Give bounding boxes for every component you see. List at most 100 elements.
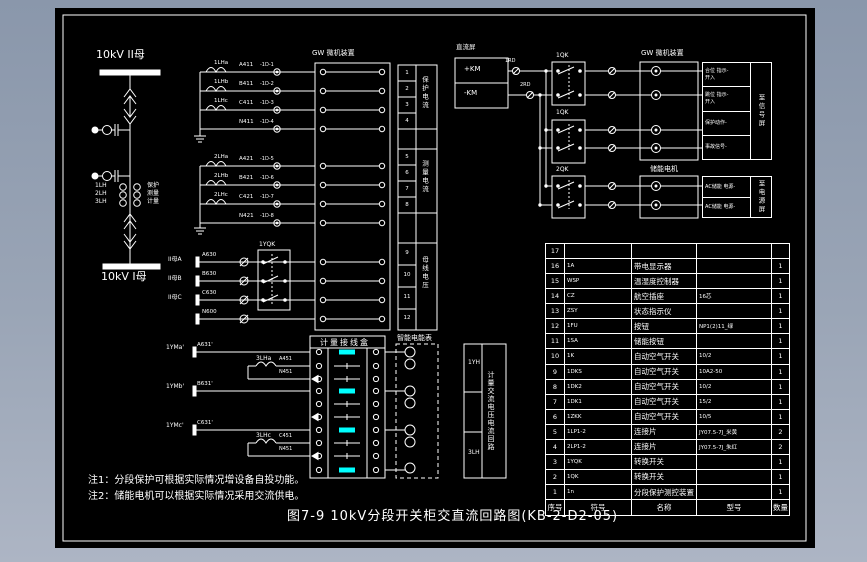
wire-label: C631' bbox=[197, 420, 213, 426]
schedule-row: 4 2LP1-2 连接片 JY07.5-7J_朱红 2 bbox=[546, 438, 789, 454]
ct-use: 保护 bbox=[147, 182, 160, 189]
terminal-number: 11 bbox=[403, 293, 411, 300]
schedule-symbol: 1DK1 bbox=[564, 394, 631, 409]
schedule-type bbox=[696, 454, 771, 469]
wire-label: B421 bbox=[239, 175, 254, 181]
schedule-type bbox=[696, 485, 771, 500]
schedule-qty: 1 bbox=[771, 304, 789, 319]
schedule-type: 15/2 bbox=[696, 394, 771, 409]
dc-bus-positive-label: +KM bbox=[464, 65, 481, 73]
schedule-symbol: ZSY bbox=[564, 304, 631, 319]
schedule-row: 12 1FU 按钮 NP1(2)11_绿 1 bbox=[546, 318, 789, 334]
ct-tag: 3LH bbox=[95, 198, 107, 205]
schedule-no: 13 bbox=[550, 307, 560, 316]
switch-label: 1QK bbox=[556, 52, 569, 59]
terminal-number: 5 bbox=[405, 154, 409, 160]
schedule-type bbox=[696, 274, 771, 289]
strip-group2-label: 测量电流 bbox=[420, 160, 429, 194]
metering-voltage-wire-list: A631'B631'C631' bbox=[197, 342, 213, 460]
ct-name: 2LHc bbox=[214, 192, 228, 198]
voltage-label: 1YMb' bbox=[166, 383, 185, 390]
schedule-name: 自动空气开关 bbox=[631, 379, 696, 394]
schedule-name: 储能按钮 bbox=[631, 334, 696, 349]
ct-tag: 1LH bbox=[95, 182, 107, 189]
schedule-type: 10/2 bbox=[696, 349, 771, 364]
schedule-no: 9 bbox=[552, 367, 558, 376]
drawing-title: 图7-9 10kV分段开关柜交直流回路图(KB-2-D2-05) bbox=[287, 509, 619, 524]
metering-wire-n451a: N451 bbox=[279, 369, 293, 375]
annotation-row: AC储能 电源- bbox=[703, 198, 750, 218]
schedule-header-row: 序号 符号 名称 型号 数量 bbox=[546, 499, 789, 515]
schedule-row: 11 1SA 储能按钮 1 bbox=[546, 333, 789, 349]
terminal-number: 6 bbox=[405, 170, 409, 176]
terminal-number: 1 bbox=[405, 70, 409, 76]
terminal-label: -1D-4 bbox=[260, 119, 274, 125]
ct2-term-list: -1D-5-1D-6-1D-7-1D-8 bbox=[260, 157, 274, 233]
device-box-label: GW 微机装置 bbox=[312, 49, 355, 57]
annotation-row: 跳位 指示-开入 bbox=[703, 87, 750, 112]
schedule-qty: 1 bbox=[771, 274, 789, 289]
metering-wire-n451c: N451 bbox=[279, 446, 293, 452]
drawing-canvas bbox=[55, 8, 815, 548]
dc-bus-negative-label: -KM bbox=[464, 89, 478, 97]
schedule-name: 连接片 bbox=[631, 439, 696, 454]
schedule-no: 8 bbox=[552, 382, 558, 391]
dc-panel-label: 直流屏 bbox=[456, 43, 476, 51]
wire-label: B630 bbox=[202, 271, 217, 277]
side-table-desc: 计量交流电压电流回路 bbox=[487, 371, 495, 451]
ct-use: 计量 bbox=[147, 198, 160, 205]
schedule-qty: 1 bbox=[771, 259, 789, 274]
annotation-dest-cell: 至信号屏 bbox=[750, 63, 771, 159]
terminal-number: 7 bbox=[405, 186, 409, 192]
schedule-symbol: CZ bbox=[564, 289, 631, 304]
schedule-qty: 1 bbox=[771, 289, 789, 304]
schedule-row: 16 1A 带电显示器 1 bbox=[546, 258, 789, 274]
wire-label: A630 bbox=[202, 252, 217, 258]
terminal-number: 4 bbox=[405, 118, 409, 124]
strip-group3-label: 母线电压 bbox=[420, 256, 429, 290]
schedule-symbol: 1n bbox=[564, 485, 631, 500]
schedule-qty: 1 bbox=[771, 394, 789, 409]
ct-name: 2LHa bbox=[214, 154, 229, 160]
annotation-row: AC储能 电源- bbox=[703, 177, 750, 198]
schedule-no: 11 bbox=[550, 337, 560, 346]
note-1: 注1：分段保护可根据实际情况增设备自投功能。 bbox=[88, 475, 305, 486]
schedule-name: 连接片 bbox=[631, 424, 696, 439]
ct-use-list: 保护测量计量 bbox=[147, 183, 159, 207]
terminal-label: -1D-2 bbox=[260, 81, 274, 87]
annotation-row: 合位 指示-开入 bbox=[703, 63, 750, 88]
dc-fuse1-label: 1RD bbox=[505, 58, 516, 64]
annotation-text: 保护动作- bbox=[705, 119, 727, 126]
schedule-no: 14 bbox=[550, 292, 560, 301]
header-type: 型号 bbox=[696, 500, 771, 515]
schedule-name: 自动空气开关 bbox=[631, 394, 696, 409]
junction-box-title: 计量接线盒 bbox=[320, 338, 370, 347]
ct-use: 测量 bbox=[147, 190, 160, 197]
schedule-name: 带电显示器 bbox=[631, 259, 696, 274]
annotation-dest: 至信号屏 bbox=[757, 94, 765, 128]
schedule-name: 温湿度控制器 bbox=[631, 274, 696, 289]
schedule-type: 16芯 bbox=[696, 289, 771, 304]
schedule-no: 3 bbox=[552, 457, 558, 466]
schedule-symbol: WSP bbox=[564, 274, 631, 289]
ct-secondary-group1 bbox=[194, 67, 315, 143]
switch-label: 2QK bbox=[556, 166, 569, 173]
schedule-no: 2 bbox=[552, 472, 558, 481]
schedule-qty: 1 bbox=[771, 454, 789, 469]
phase-label: II母C bbox=[168, 294, 182, 301]
schedule-qty: 2 bbox=[771, 439, 789, 454]
annotation-text: 跳位 指示- bbox=[705, 92, 729, 99]
schedule-no: 15 bbox=[550, 277, 560, 286]
dc-motor-label: 储能电机 bbox=[650, 165, 678, 173]
schedule-type: 10A2-50 bbox=[696, 364, 771, 379]
annotation-text: AC储能 电源- bbox=[705, 183, 736, 190]
schedule-qty: 1 bbox=[771, 349, 789, 364]
wire-label: A411 bbox=[239, 62, 254, 68]
bus-bottom-label: 10kV I母 bbox=[101, 270, 147, 283]
